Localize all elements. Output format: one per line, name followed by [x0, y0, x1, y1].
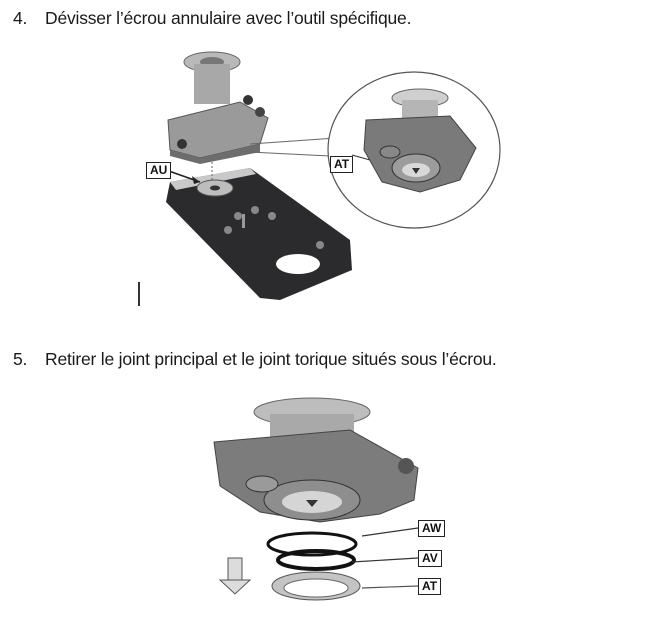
step-number: 5. — [13, 349, 28, 369]
step-5-illustration: AW AV AT — [200, 390, 460, 632]
callout-label-av: AV — [418, 550, 442, 567]
step-text: Dévisser l’écrou annulaire avec l’outil … — [45, 8, 412, 28]
callout-label-aw: AW — [418, 520, 446, 537]
step-4-instruction: 4. Dévisser l’écrou annulaire avec l’out… — [13, 8, 411, 29]
step-5-instruction: 5. Retirer le joint principal et le join… — [13, 349, 497, 370]
seal-exploded-view-drawing — [213, 397, 419, 601]
callout-label-at: AT — [330, 156, 354, 173]
callout-label-au: AU — [146, 162, 172, 179]
step-text: Retirer le joint principal et le joint t… — [45, 349, 497, 369]
step-4-illustration: AU AT — [120, 40, 520, 310]
step-number: 4. — [13, 8, 28, 28]
callout-label-at: AT — [418, 578, 442, 595]
pump-head-on-tool-drawing — [138, 51, 501, 306]
